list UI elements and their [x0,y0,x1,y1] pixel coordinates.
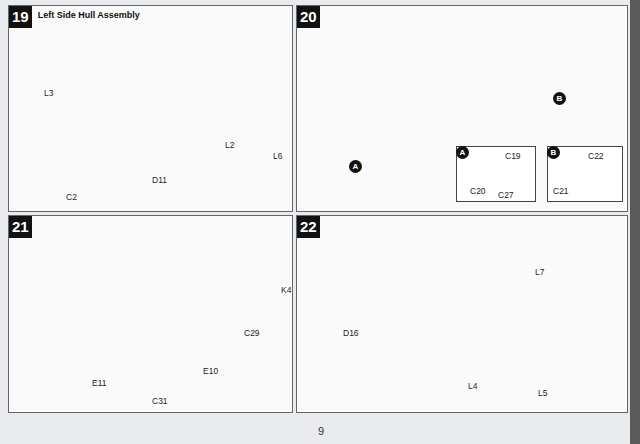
part-number: C22 [588,151,604,161]
step-number: 20 [297,6,320,28]
option-marker: B [553,92,566,105]
part-number: C20 [470,186,486,196]
part-number: E11 [92,378,107,388]
part-number: E10 [203,366,218,376]
part-number: L6 [273,151,282,161]
part-number: K4 [281,285,291,295]
option-letter: A [456,146,469,159]
step-number: 21 [9,216,32,238]
part-number: L3 [44,88,53,98]
part-number: D11 [152,175,167,185]
part-number: C31 [152,396,168,406]
option-inset: A [456,146,536,202]
step-panel: 22 [296,215,628,413]
part-number: L2 [225,140,234,150]
option-letter: B [547,146,560,159]
part-number: C21 [553,186,569,196]
part-number: L7 [535,267,544,277]
part-number: L5 [538,388,547,398]
step-panel: 19 Left Side Hull Assembly [8,5,293,212]
part-number: C2 [66,192,77,202]
step-panel: 21 [8,215,293,413]
part-number: C19 [505,151,521,161]
step-panel: 20A B [296,5,628,212]
step-number: 22 [297,216,320,238]
part-number: L4 [468,381,477,391]
part-number: C29 [244,328,260,338]
part-number: D16 [343,328,359,338]
part-number: C27 [498,190,514,200]
step-title: Left Side Hull Assembly [38,10,140,20]
option-marker: A [349,160,362,173]
step-number: 19 [9,6,32,28]
page-number: 9 [318,425,324,437]
